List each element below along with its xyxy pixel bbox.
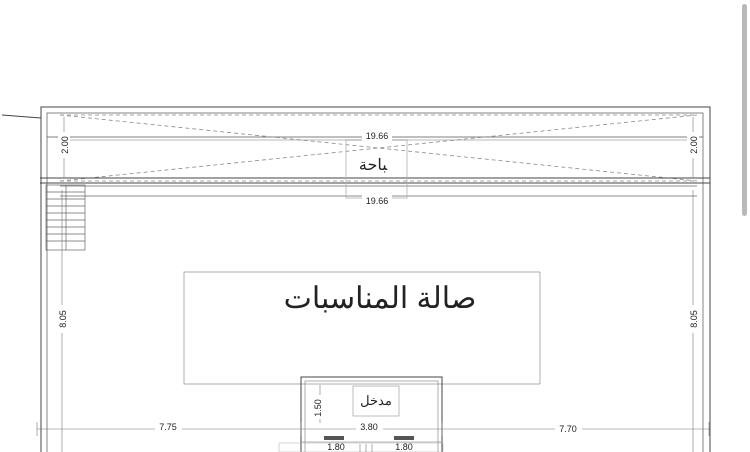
sub-right-value: 1.80 <box>395 442 413 452</box>
top-band-left-dimension: 2.00 <box>58 117 70 178</box>
main-right-value: 8.05 <box>689 310 699 328</box>
staircase <box>45 184 86 251</box>
sub-dimension-row: 1.80 1.80 <box>278 436 444 452</box>
scrollbar-track[interactable] <box>740 0 750 452</box>
entry-depth-dimension: 1.50 <box>313 385 326 423</box>
inner-wall <box>46 112 704 452</box>
scrollbar-thumb[interactable] <box>742 4 747 216</box>
leader-line <box>1 114 42 119</box>
entry-label: ﻣﺪﺧﻞ <box>360 393 392 408</box>
bottom-right-value: 7.70 <box>559 424 577 434</box>
main-left-value: 8.05 <box>58 310 68 328</box>
entry-depth-value: 1.50 <box>313 399 323 417</box>
top-width-inner-dimension: 19.66 <box>362 195 392 206</box>
top-band <box>40 114 710 199</box>
bottom-left-value: 7.75 <box>159 422 177 432</box>
entry-block <box>300 376 443 452</box>
top-width-value: 19.66 <box>366 131 389 141</box>
top-band-left-value: 2.00 <box>60 136 70 154</box>
main-right-dimension: 8.05 <box>687 190 699 452</box>
top-band-right-value: 2.00 <box>689 136 699 154</box>
top-width-dimension: 19.66 <box>63 130 694 141</box>
main-left-dimension: 8.05 <box>56 190 68 452</box>
top-band-right-dimension: 2.00 <box>687 117 699 178</box>
top-band-label: ﺒﺎﺣﺔ <box>359 157 387 174</box>
sub-left-value: 1.80 <box>327 442 345 452</box>
bottom-dimension-line: 7.75 3.80 7.70 <box>36 421 710 436</box>
top-width-inner-value: 19.66 <box>366 196 389 206</box>
bottom-center-value: 3.80 <box>360 422 378 432</box>
main-hall-label: ﺻﺎﻟﺔ ﺍﻟﻤﻨﺎﺳﺒﺎﺕ <box>284 282 477 315</box>
main-hall-label-box <box>183 271 541 385</box>
outer-wall <box>40 106 711 452</box>
